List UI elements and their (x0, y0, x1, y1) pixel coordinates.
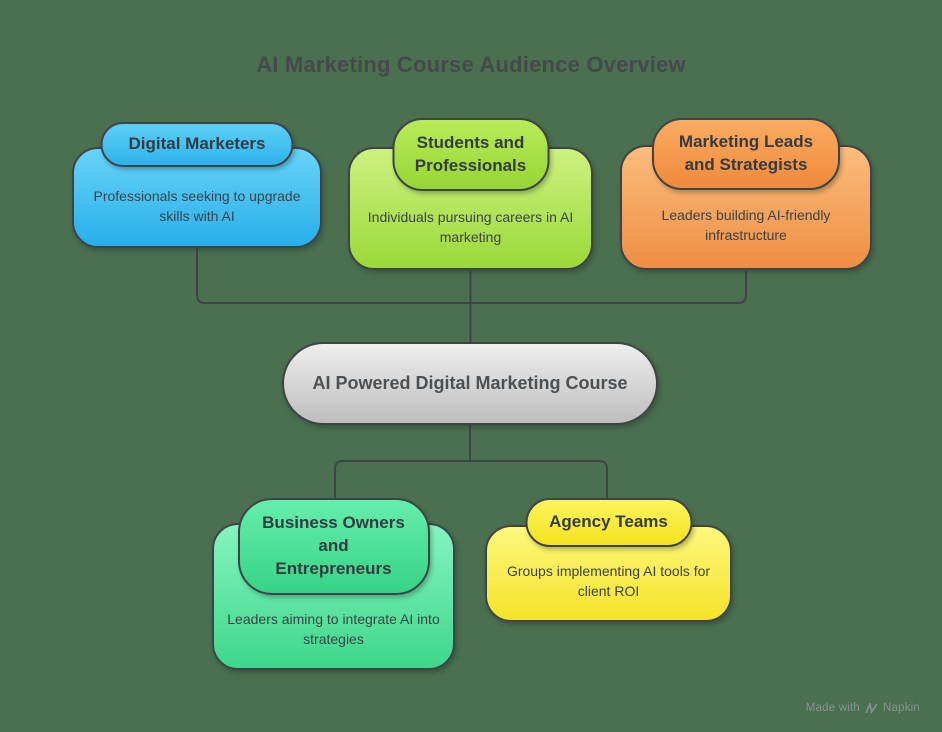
node-title: Business Owners and Entrepreneurs (262, 513, 405, 578)
node-description: Individuals pursuing careers in AI marke… (367, 209, 574, 245)
node-business-owners-and-entrepreneurs[interactable]: Leaders aiming to integrate AI into stra… (212, 498, 455, 670)
node-agency-teams[interactable]: Groups implementing AI tools for client … (485, 498, 732, 622)
watermark-made-with-label: Made with (805, 702, 860, 714)
node-description: Groups implementing AI tools for client … (506, 563, 711, 599)
node-title-pill[interactable]: Digital Marketers (100, 122, 294, 167)
node-description: Leaders building AI-friendly infrastruct… (661, 207, 831, 243)
node-title: Students and Professionals (414, 132, 527, 175)
node-ai-powered-digital-marketing-course[interactable]: AI Powered Digital Marketing Course (282, 342, 658, 425)
node-marketing-leads-and-strategists[interactable]: Leaders building AI-friendly infrastruct… (620, 118, 872, 270)
node-title: Agency Teams (549, 512, 668, 532)
node-title-pill[interactable]: Agency Teams (525, 498, 692, 547)
watermark-brand-label: Napkin (883, 702, 920, 714)
bottom-bus-connector (334, 460, 608, 499)
node-title-pill[interactable]: Students and Professionals (392, 118, 549, 191)
node-title: Digital Marketers (128, 134, 266, 154)
napkin-logo-icon (865, 702, 878, 714)
node-description: Professionals seeking to upgrade skills … (93, 188, 301, 224)
napkin-watermark[interactable]: Made with Napkin (806, 702, 920, 714)
node-title: Marketing Leads and Strategists (678, 132, 814, 174)
node-digital-marketers[interactable]: Professionals seeking to upgrade skills … (72, 122, 322, 248)
node-title-pill[interactable]: Marketing Leads and Strategists (652, 118, 840, 190)
node-title-pill[interactable]: Business Owners and Entrepreneurs (237, 498, 430, 595)
page-title: AI Marketing Course Audience Overview (256, 52, 686, 77)
node-students-and-professionals[interactable]: Individuals pursuing careers in AI marke… (348, 118, 593, 270)
center-node-label: AI Powered Digital Marketing Course (312, 373, 628, 393)
node-description: Leaders aiming to integrate AI into stra… (227, 611, 440, 647)
